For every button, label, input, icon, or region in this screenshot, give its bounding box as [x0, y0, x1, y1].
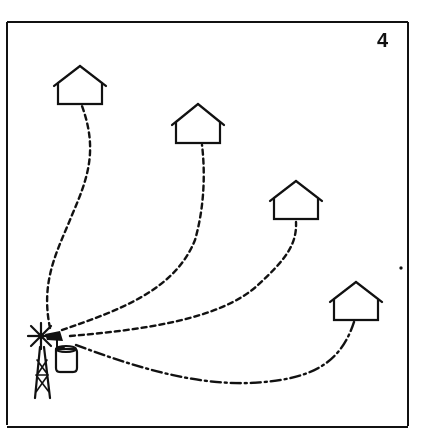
house-1 — [52, 64, 108, 106]
print-speck — [399, 266, 403, 270]
supply-line-house-4 — [74, 320, 356, 385]
house-4 — [328, 280, 384, 322]
house-3 — [268, 179, 324, 221]
windmill-water-tower — [26, 321, 79, 400]
house-2 — [170, 102, 226, 145]
windmill-tail — [45, 331, 63, 341]
supply-line-house-2 — [60, 143, 205, 332]
windmill-hub — [38, 333, 44, 339]
panel-number: 4 — [377, 30, 389, 52]
panel-frame — [6, 21, 409, 428]
supply-line-house-1 — [45, 104, 92, 330]
supply-line-house-3 — [68, 220, 298, 338]
supply-lines — [45, 104, 356, 385]
